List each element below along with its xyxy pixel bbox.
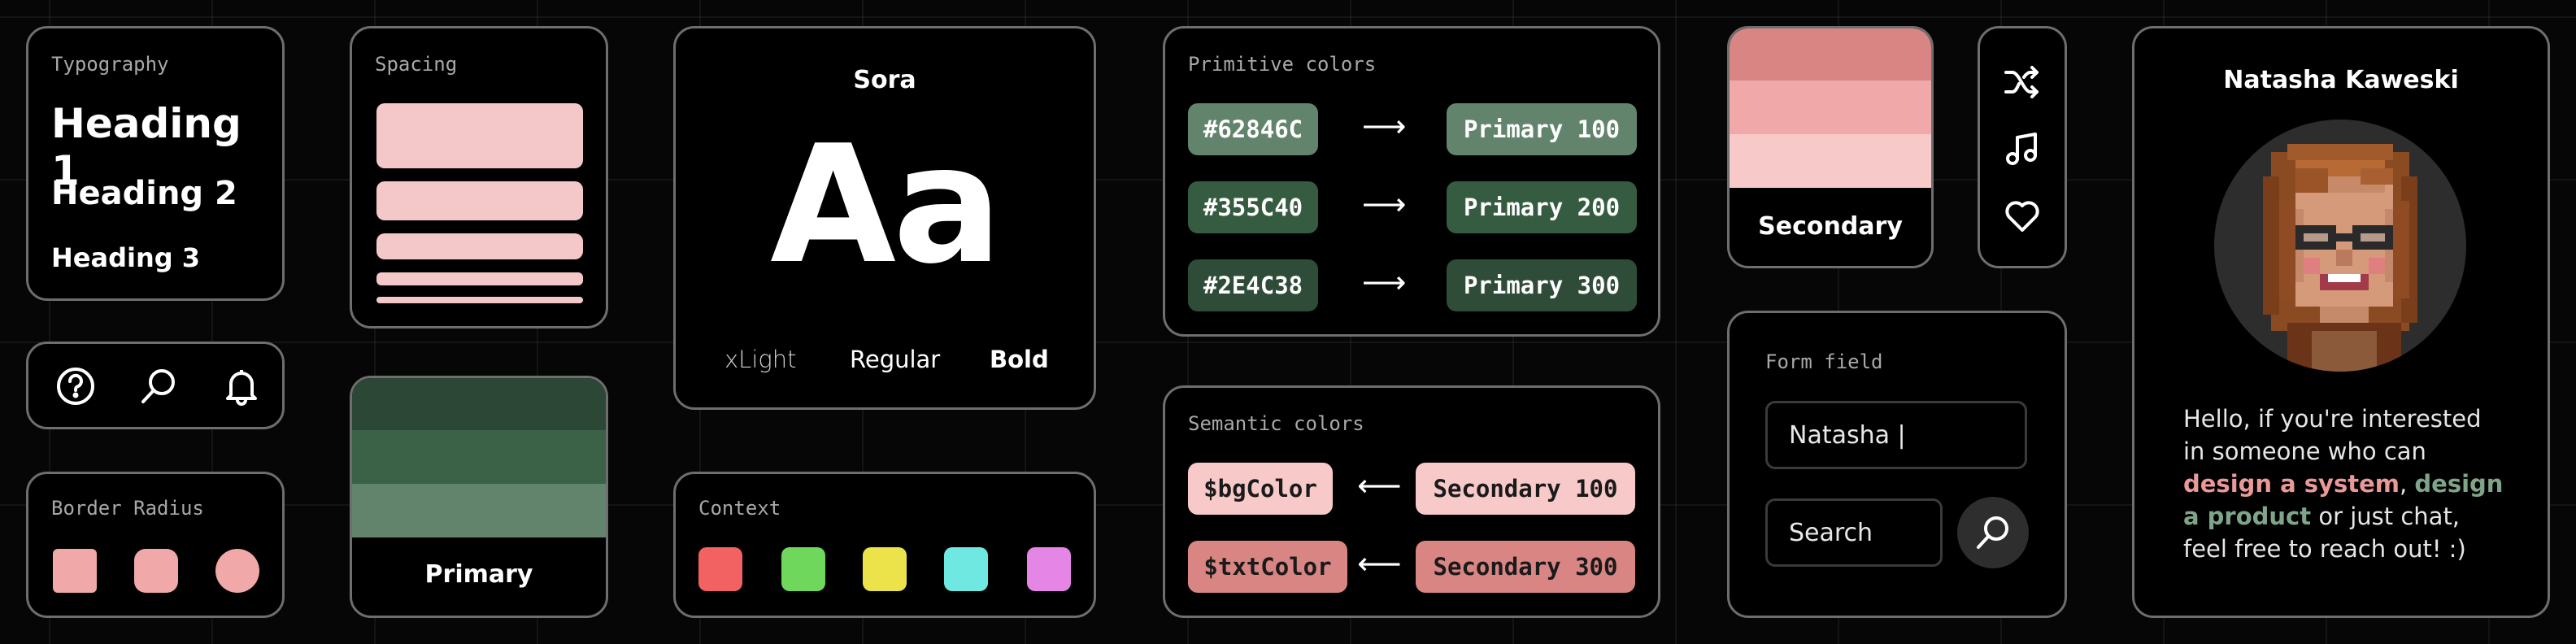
bio-text-outro: or just chat, feel free to reach out! :) <box>2183 503 2466 563</box>
heart-icon[interactable] <box>1999 193 2045 238</box>
search-button[interactable] <box>1957 497 2029 568</box>
heading-2-sample: Heading 2 <box>51 175 237 212</box>
semantic-arrow-2: ⟵ <box>1357 546 1402 581</box>
semantic-colors-card: Semantic colors $bgColor ⟵ Secondary 100… <box>1163 385 1660 618</box>
font-sample: Aa <box>770 111 1003 300</box>
secondary-200-band <box>1730 80 1931 134</box>
profile-bio: Hello, if you're interested in someone w… <box>2183 402 2509 565</box>
weight-bold: Bold <box>990 346 1049 373</box>
primitive-colors-card: Primitive colors #62846C ⟶ Primary 100 #… <box>1163 26 1660 337</box>
design-product-link[interactable]: design a product <box>2183 470 2504 530</box>
semantic-name-2: Secondary 300 <box>1416 541 1635 593</box>
shuffle-icon[interactable] <box>1999 59 2045 105</box>
border-radius-label: Border Radius <box>51 497 204 520</box>
spacing-bar-xl <box>376 103 583 168</box>
spacing-bar-md <box>376 233 583 259</box>
secondary-300-band <box>1730 28 1931 80</box>
primary-200-band <box>352 430 606 484</box>
context-yellow-swatch <box>863 547 907 591</box>
primary-label: Primary <box>424 560 533 589</box>
typography-card: Typography Heading 1 Heading 2 Heading 3 <box>26 26 285 301</box>
pixel-portrait-image <box>2263 144 2417 372</box>
context-green-swatch <box>781 547 825 591</box>
semantic-name-1: Secondary 100 <box>1416 463 1635 515</box>
name-input[interactable]: Natasha | <box>1765 401 2027 469</box>
primary-card: Primary <box>350 376 608 618</box>
profile-card: Natasha Kaweski <box>2132 26 2550 618</box>
heading-1-sample: Heading 1 <box>51 100 242 194</box>
primitive-arrow-2: ⟶ <box>1362 186 1407 222</box>
semantic-colors-label: Semantic colors <box>1188 412 1364 435</box>
context-cyan-swatch <box>944 547 988 591</box>
bio-text-comma: , <box>2399 470 2415 498</box>
bell-icon[interactable] <box>219 363 264 409</box>
typography-label: Typography <box>51 53 169 76</box>
primary-300-band <box>352 378 606 430</box>
form-field-card: Form field Natasha | Search <box>1727 311 2067 618</box>
secondary-label: Secondary <box>1758 212 1903 241</box>
spacing-bar-lg <box>376 181 583 220</box>
primitive-name-1: Primary 100 <box>1447 103 1637 155</box>
spacing-bar-sm <box>376 272 583 285</box>
heading-3-sample: Heading 3 <box>51 242 201 273</box>
search-input[interactable]: Search <box>1765 498 1943 567</box>
primitive-name-2: Primary 200 <box>1447 181 1637 233</box>
primitive-name-3: Primary 300 <box>1447 259 1637 311</box>
secondary-100-band <box>1730 134 1931 188</box>
spacing-card: Spacing <box>350 26 608 329</box>
context-pink-swatch <box>1027 547 1071 591</box>
primitive-hex-1: #62846C <box>1188 103 1318 155</box>
icon-row-card <box>26 342 285 429</box>
weight-regular: Regular <box>850 346 941 373</box>
primitive-hex-2: #355C40 <box>1188 181 1318 233</box>
radius-full-swatch <box>215 549 259 593</box>
bio-text-intro: Hello, if you're interested in someone w… <box>2183 405 2482 465</box>
form-field-label: Form field <box>1765 350 1883 373</box>
primitive-arrow-3: ⟶ <box>1362 264 1407 300</box>
primitive-hex-3: #2E4C38 <box>1188 259 1318 311</box>
primitive-colors-label: Primitive colors <box>1188 53 1377 76</box>
secondary-card: Secondary <box>1727 26 1934 268</box>
search-icon[interactable] <box>136 363 181 409</box>
font-specimen-card: Sora Aa xLight Regular Bold <box>673 26 1096 410</box>
icon-column-card <box>1978 26 2067 268</box>
context-red-swatch <box>698 547 742 591</box>
semantic-var-2: $txtColor <box>1188 541 1347 593</box>
design-system-link[interactable]: design a system <box>2183 470 2400 498</box>
search-button-icon <box>1977 516 2008 549</box>
weight-xlight: xLight <box>724 346 797 373</box>
border-radius-card: Border Radius <box>26 472 285 618</box>
avatar <box>2214 120 2466 372</box>
spacing-label: Spacing <box>375 53 458 76</box>
semantic-arrow-1: ⟵ <box>1357 468 1402 503</box>
profile-name: Natasha Kaweski <box>2223 66 2459 94</box>
radius-small-swatch <box>53 549 97 593</box>
primitive-arrow-1: ⟶ <box>1362 108 1407 144</box>
context-label: Context <box>698 497 781 520</box>
context-card: Context <box>673 472 1096 618</box>
spacing-bar-xs <box>376 297 583 303</box>
font-name: Sora <box>853 66 916 94</box>
primary-100-band <box>352 484 606 537</box>
semantic-var-1: $bgColor <box>1188 463 1333 515</box>
music-note-icon[interactable] <box>1999 126 2045 172</box>
radius-medium-swatch <box>134 549 178 593</box>
help-icon[interactable] <box>53 363 98 409</box>
